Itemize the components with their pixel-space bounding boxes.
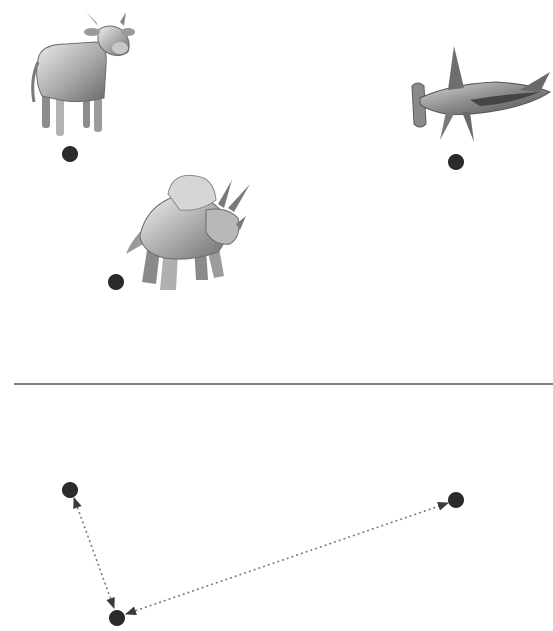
node-cow <box>62 482 78 498</box>
hammerhead-shark-position-marker <box>448 154 464 170</box>
edge-triceratops-cow <box>74 498 114 608</box>
triceratops-position-marker <box>108 274 124 290</box>
bottom-panel <box>62 482 464 626</box>
edge-triceratops-hammerhead-shark <box>126 503 448 614</box>
node-triceratops <box>109 610 125 626</box>
node-hammerhead-shark <box>448 492 464 508</box>
hammerhead-shark-model-icon <box>412 46 550 142</box>
cow-position-marker <box>62 146 78 162</box>
triceratops-model-icon <box>126 175 250 290</box>
cow-model-icon <box>33 12 135 136</box>
top-panel <box>33 12 550 290</box>
